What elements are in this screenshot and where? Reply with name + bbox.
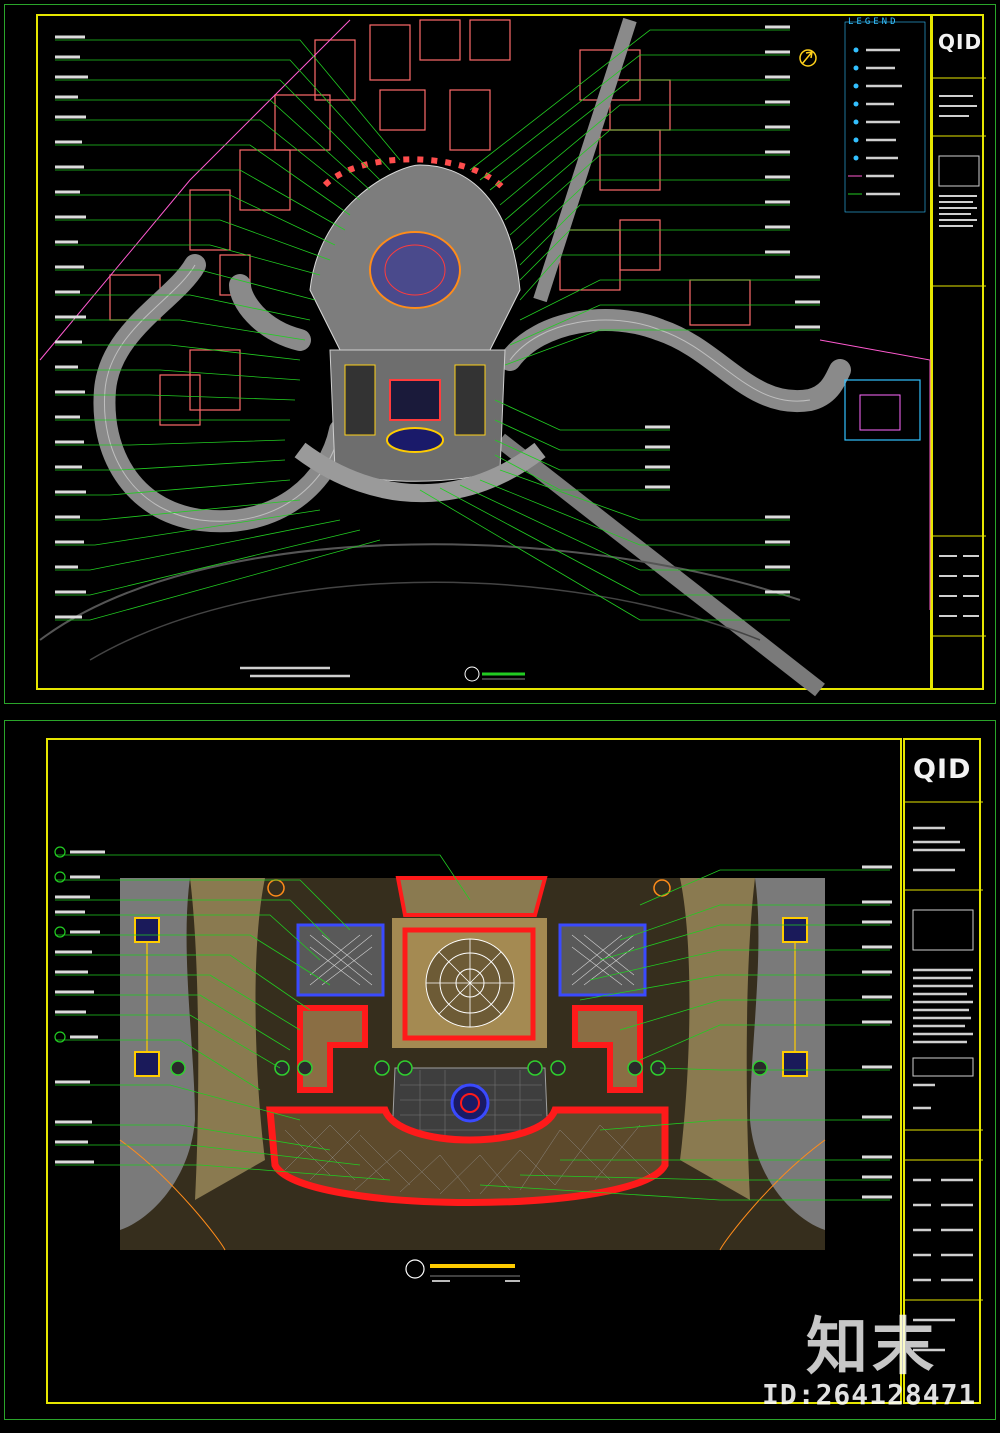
sheet-2-title-block: QID	[903, 738, 983, 1404]
sheet-1-site-plan	[39, 17, 931, 697]
sheet-1-outer-border	[4, 4, 996, 704]
sheet-2-outer-border	[4, 720, 996, 1420]
sheet-2-leaders-left	[55, 854, 471, 1181]
sheet-1-leaders-right	[419, 29, 820, 621]
sheet-2-label-ticks-right	[862, 865, 892, 1199]
sheet-2-logo: QID	[913, 754, 972, 785]
section-marker-icon	[405, 1259, 520, 1282]
sheet-1-label-ticks-right	[645, 25, 820, 594]
sheet-1-buildings	[109, 19, 751, 426]
sheet-2-label-ticks-left	[55, 850, 105, 1164]
sheet-1-leaders-left	[55, 39, 401, 621]
watermark-brand: 知末	[806, 1310, 939, 1383]
north-arrow-icon	[799, 49, 817, 67]
section-marker-icon	[464, 666, 525, 682]
sheet-1-central-plaza	[294, 156, 546, 503]
sheet-1-label-ticks-left	[55, 35, 88, 619]
sheet-1-legend	[844, 21, 926, 213]
sheet-2-leaders-right	[479, 869, 890, 1201]
sheet-1-notes	[240, 666, 350, 678]
sheet-1-legend-title: LEGEND	[848, 17, 899, 27]
sheet-2-drawing-frame	[46, 738, 902, 1404]
sheet-1-title-block: QID	[931, 14, 986, 690]
watermark-id: ID:264128471	[762, 1378, 977, 1411]
sheet-1-logo: QID	[938, 30, 983, 54]
